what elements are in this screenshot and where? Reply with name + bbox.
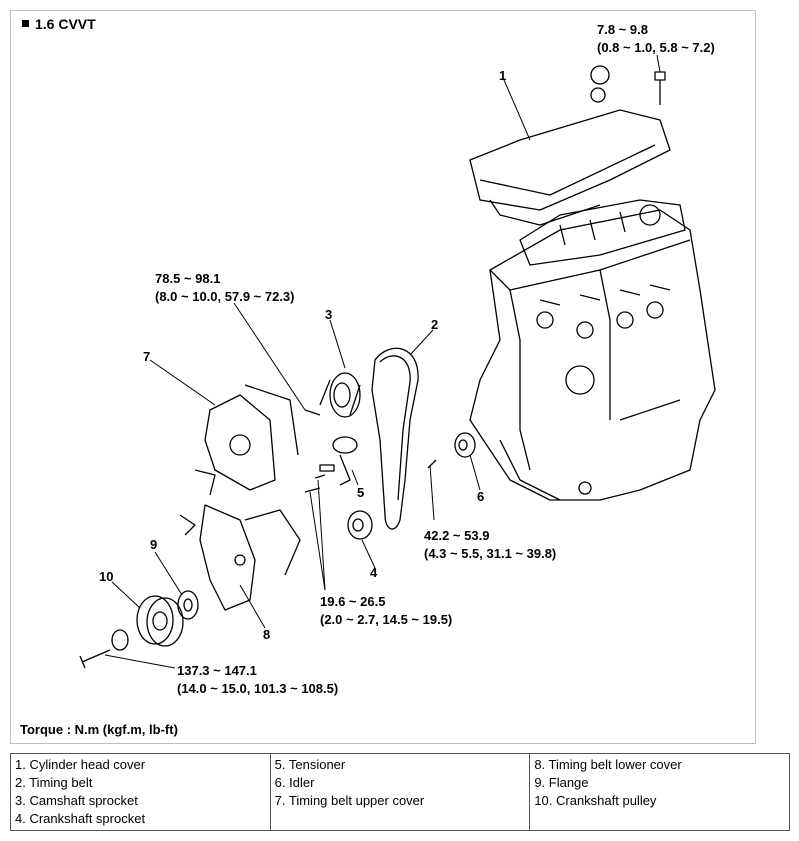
table-row: 1. Cylinder head cover 2. Timing belt 3.… xyxy=(10,753,790,831)
legend-column-2: 5. Tensioner 6. Idler 7. Timing belt upp… xyxy=(269,753,531,831)
upper-cover-shape xyxy=(194,384,299,496)
bullet-square-icon xyxy=(22,20,29,27)
engine-block-shape xyxy=(469,209,716,501)
bolt-shape xyxy=(304,409,326,493)
parts-legend-table: 1. Cylinder head cover 2. Timing belt 3.… xyxy=(10,753,790,831)
legend-item: 6. Idler xyxy=(274,775,315,790)
diagram-frame xyxy=(10,10,756,744)
callout-6: 6 xyxy=(477,489,485,504)
lower-cover-shape xyxy=(179,504,301,611)
camshaft-sprocket-shape xyxy=(319,372,361,418)
flange-shape xyxy=(177,590,199,620)
legend-item: 2. Timing belt xyxy=(15,775,93,790)
diagram-title: 1.6 CVVT xyxy=(22,16,96,32)
legend-item: 7. Timing belt upper cover xyxy=(274,793,425,808)
legend-item: 10. Crankshaft pulley xyxy=(534,793,657,808)
legend-item: 5. Tensioner xyxy=(274,757,346,772)
tensioner-shape xyxy=(319,436,358,486)
torque-unit-label: Torque : N.m (kgf.m, lb-ft) xyxy=(20,722,178,737)
callout-1: 1 xyxy=(499,68,507,83)
torque-label-tensioner-bolt: 19.6 ~ 26.5 (2.0 ~ 2.7, 14.5 ~ 19.5) xyxy=(320,594,453,627)
callout-3: 3 xyxy=(325,307,333,322)
callout-7: 7 xyxy=(143,349,151,364)
torque-label-idler-bolt: 42.2 ~ 53.9 (4.3 ~ 5.5, 31.1 ~ 39.8) xyxy=(424,528,557,561)
callout-9: 9 xyxy=(150,537,158,552)
idler-shape xyxy=(427,432,476,469)
callout-8: 8 xyxy=(263,627,271,642)
legend-item: 1. Cylinder head cover xyxy=(15,757,146,772)
leader-lines xyxy=(104,54,661,669)
timing-belt-shape xyxy=(371,347,419,530)
torque-label-cover-bolt: 7.8 ~ 9.8 (0.8 ~ 1.0, 5.8 ~ 7.2) xyxy=(597,22,715,55)
torque-label-camshaft-bolt: 78.5 ~ 98.1 (8.0 ~ 10.0, 57.9 ~ 72.3) xyxy=(155,271,295,304)
callout-2: 2 xyxy=(431,317,439,332)
crankshaft-pulley-shape xyxy=(79,595,184,669)
legend-column-1: 1. Cylinder head cover 2. Timing belt 3.… xyxy=(10,753,271,831)
legend-item: 9. Flange xyxy=(534,775,589,790)
crankshaft-sprocket-shape xyxy=(347,510,373,540)
callout-5: 5 xyxy=(357,485,365,500)
legend-item: 8. Timing belt lower cover xyxy=(534,757,682,772)
callout-4: 4 xyxy=(370,565,378,580)
legend-item: 4. Crankshaft sprocket xyxy=(15,811,146,826)
cylinder-head-cover-shape xyxy=(469,65,671,226)
engine-exploded-view xyxy=(79,54,716,669)
cylinder-head-shape xyxy=(519,199,686,266)
legend-column-3: 8. Timing belt lower cover 9. Flange 10.… xyxy=(529,753,790,831)
legend-item: 3. Camshaft sprocket xyxy=(15,793,138,808)
torque-label-crankshaft-bolt: 137.3 ~ 147.1 (14.0 ~ 15.0, 101.3 ~ 108.… xyxy=(177,663,339,696)
callout-10: 10 xyxy=(99,569,114,584)
